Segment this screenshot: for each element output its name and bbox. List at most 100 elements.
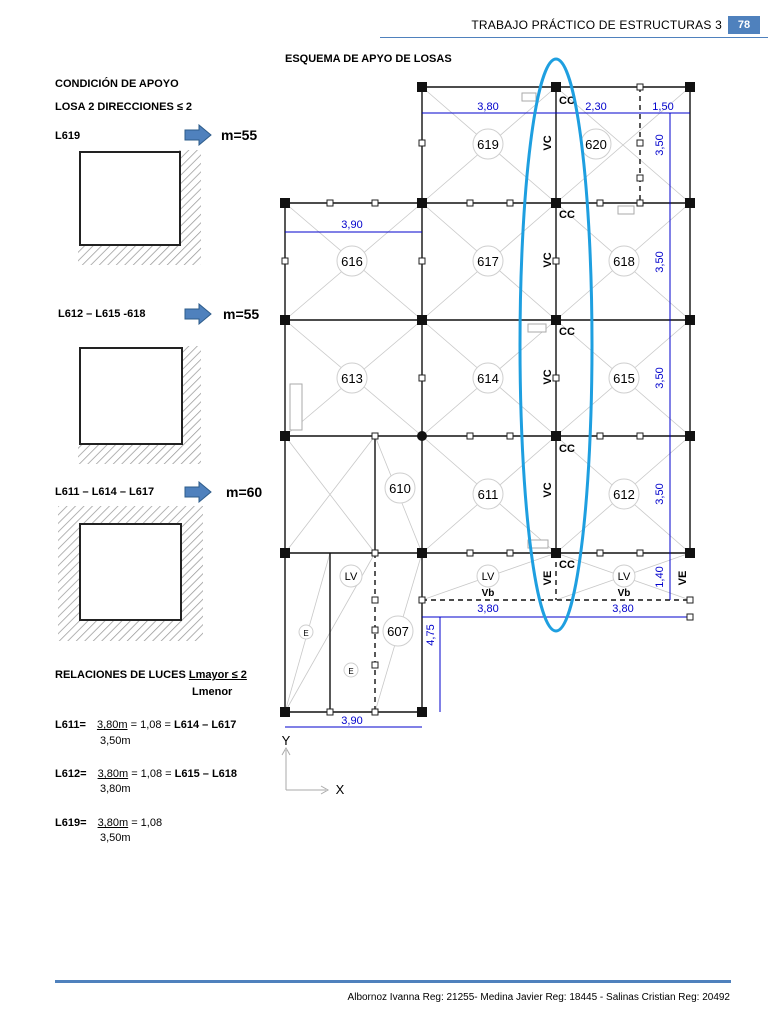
column-node-small	[686, 596, 694, 604]
slab-label: 612	[613, 487, 635, 502]
support-label: CC	[559, 326, 575, 338]
column-node	[417, 707, 427, 717]
support-label: CC	[559, 95, 575, 107]
dim-label: 2,30	[585, 101, 606, 113]
column-node-small	[552, 257, 560, 265]
dim-label: 4,75	[425, 624, 437, 645]
dim-label: 1,40	[654, 566, 666, 587]
diagonal-line	[555, 86, 691, 204]
column-node-small	[552, 374, 560, 382]
opening-box	[617, 205, 635, 215]
column-node-small	[326, 708, 334, 716]
column-node-small	[506, 432, 514, 440]
support-label: CC	[559, 559, 575, 571]
column-node-small	[371, 626, 379, 634]
dim-label: 3,50	[654, 134, 666, 155]
tag-label: LV	[345, 571, 358, 583]
dim-label: 1,50	[652, 101, 673, 113]
slab-marker	[384, 472, 416, 504]
ratio-row-2: L612= 3,80m = 1,08 = L615 – L618	[55, 768, 237, 780]
ratio-name: L612=	[55, 768, 87, 780]
slab-label: 614	[477, 371, 499, 386]
dim-label: 3,50	[654, 367, 666, 388]
column-node-small	[636, 174, 644, 182]
ratio-den-2: 3,80m	[100, 783, 131, 795]
tag-marker	[339, 564, 363, 588]
column-node	[417, 198, 427, 208]
opening-box	[527, 323, 547, 333]
tag-label: LV	[618, 571, 631, 583]
arrow-right-icon	[184, 124, 212, 146]
column-node-small	[466, 199, 474, 207]
beam-label: Vb	[482, 588, 495, 599]
tag-marker	[476, 564, 500, 588]
column-node-small	[371, 432, 379, 440]
header-rule	[380, 37, 768, 38]
dim-label: 3,80	[477, 603, 498, 615]
arrow-right-icon	[184, 303, 212, 325]
ratio-num: 3,80m	[97, 768, 129, 780]
tag-label: E	[348, 667, 353, 676]
beam-label: VC	[542, 482, 554, 497]
column-node-small	[636, 139, 644, 147]
column-node-small	[466, 549, 474, 557]
ratio-rest: = 1,08	[131, 817, 163, 829]
column-node-small	[418, 596, 426, 604]
column-node-small	[418, 257, 426, 265]
tag-marker	[298, 624, 314, 640]
slab-label: 618	[613, 254, 635, 269]
axis-label-y: Y	[282, 733, 291, 748]
column-node-small	[636, 199, 644, 207]
slab-marker	[336, 245, 368, 277]
ratio-row-3: L619= 3,80m = 1,08	[55, 817, 162, 829]
column-node-small	[371, 199, 379, 207]
column-node	[551, 315, 561, 325]
ratio-title: RELACIONES DE LUCES Lmayor ≤ 2	[55, 669, 247, 681]
dim-label: 3,50	[654, 483, 666, 504]
column-node-small	[636, 432, 644, 440]
column-node	[280, 315, 290, 325]
opening-box	[527, 539, 549, 549]
column-node	[685, 82, 695, 92]
column-node	[551, 198, 561, 208]
footer-text: Albornoz Ivanna Reg: 21255- Medina Javie…	[347, 992, 730, 1003]
slab-label: 616	[341, 254, 363, 269]
column-node-small	[506, 549, 514, 557]
page-number: 78	[728, 16, 760, 34]
column-node	[551, 431, 561, 441]
dim-label: 3,90	[341, 219, 362, 231]
dim-label: 3,80	[477, 101, 498, 113]
column-node-small	[281, 257, 289, 265]
ratio-title-text: RELACIONES DE LUCES	[55, 669, 186, 681]
column-node-small	[371, 708, 379, 716]
column-node-small	[686, 613, 694, 621]
slab-label: 620	[585, 137, 607, 152]
ratio-row-1: L611= 3,80m = 1,08 = L614 – L617	[55, 719, 236, 731]
support-diagram-2	[78, 346, 201, 464]
column-node	[280, 548, 290, 558]
slab-label: 611	[478, 487, 499, 502]
case-label-1: L619	[55, 130, 81, 142]
support-label: CC	[559, 209, 575, 221]
case-m-1: m=55	[221, 127, 258, 143]
ratio-den-1: 3,50m	[100, 735, 131, 747]
header-title: TRABAJO PRÁCTICO DE ESTRUCTURAS 3	[471, 18, 722, 32]
column-node-small	[371, 661, 379, 669]
ratio-tail: L615 – L618	[174, 768, 238, 780]
slab-marker	[608, 245, 640, 277]
ratio-rest: = 1,08 =	[130, 719, 175, 731]
ratio-num: 3,80m	[96, 719, 128, 731]
dim-label: 3,90	[341, 715, 362, 727]
axis-arrow-x	[320, 785, 330, 795]
axis-label-x: X	[336, 782, 345, 797]
tag-label: E	[303, 629, 308, 638]
ratio-num: 3,80m	[97, 817, 129, 829]
column-node-small	[596, 432, 604, 440]
column-node	[417, 315, 427, 325]
slab-marker	[608, 478, 640, 510]
slab-square-3	[79, 523, 182, 621]
ratio-tail: L614 – L617	[174, 719, 237, 731]
column-node	[417, 431, 427, 441]
diagonal-line	[284, 435, 376, 554]
column-node-small	[596, 199, 604, 207]
